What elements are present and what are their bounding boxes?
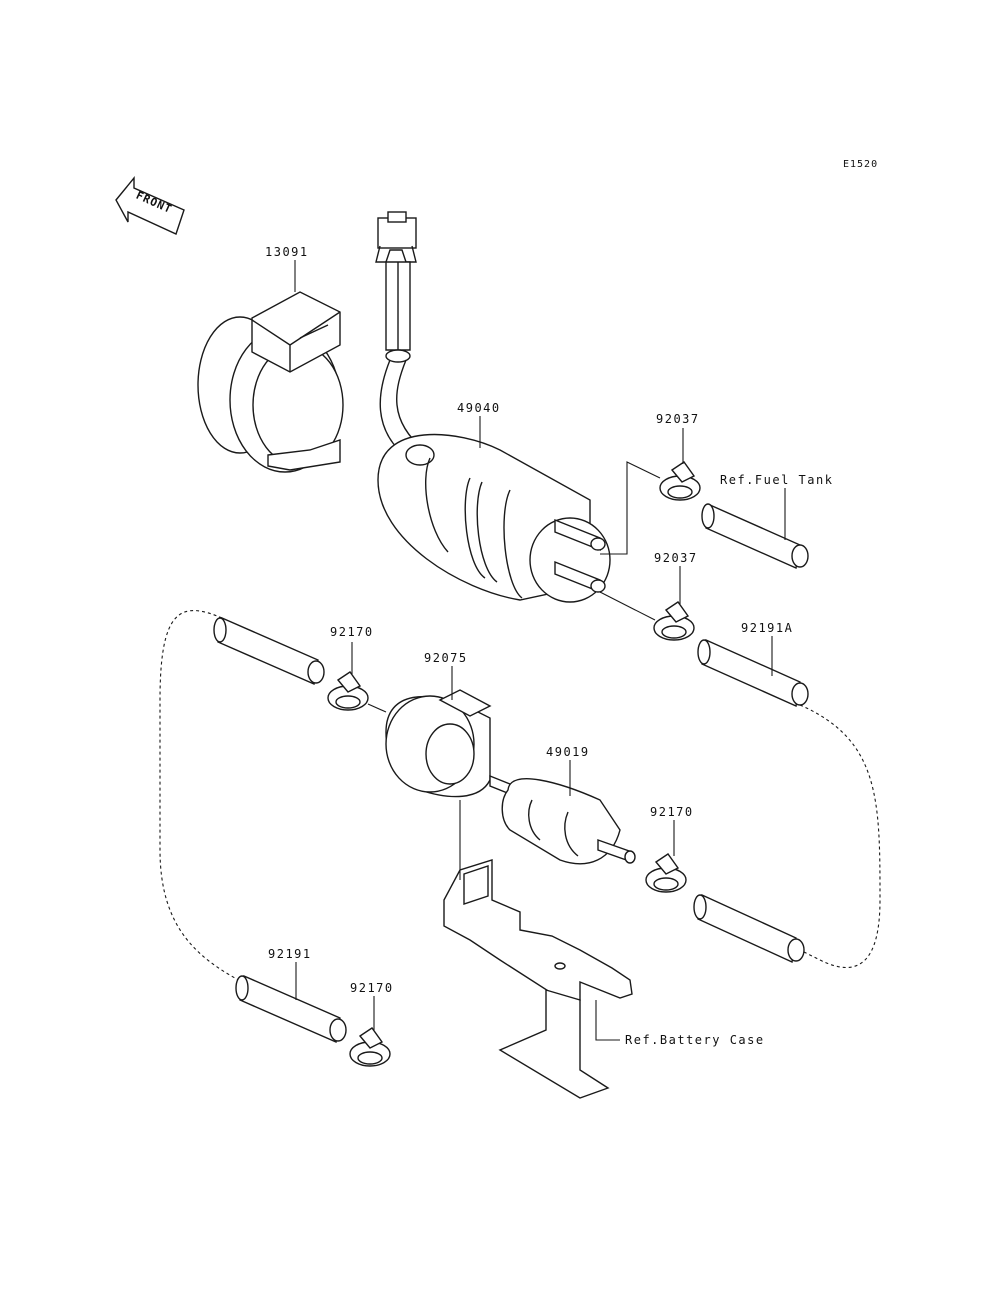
leader-pump-to-clamp-mid bbox=[599, 591, 656, 621]
hose-clamp-92170-left-top bbox=[327, 671, 369, 711]
fuel-pump-49040 bbox=[375, 211, 611, 603]
hose-92191a bbox=[697, 638, 809, 708]
routing-right-dashed bbox=[799, 704, 881, 969]
clamp-band-13091 bbox=[197, 291, 344, 473]
label-ref-battery-case: Ref.Battery Case bbox=[625, 1033, 765, 1047]
leader-ref-battery-case bbox=[595, 1000, 620, 1041]
label-92170-left-top: 92170 bbox=[330, 625, 374, 639]
label-92170-right: 92170 bbox=[650, 805, 694, 819]
fuel-tank-hose bbox=[701, 503, 809, 570]
label-92191a: 92191A bbox=[741, 621, 793, 635]
label-92191: 92191 bbox=[268, 947, 312, 961]
hose-clamp-92170-right bbox=[645, 853, 687, 893]
routing-left-dashed bbox=[159, 610, 247, 985]
label-ref-fuel-tank: Ref.Fuel Tank bbox=[720, 473, 833, 487]
hose-lower-right bbox=[693, 893, 805, 964]
hose-clamp-92170-left-bottom bbox=[349, 1027, 391, 1067]
diagram-code: E1520 bbox=[843, 159, 878, 170]
fuel-filter-49019 bbox=[489, 774, 636, 865]
label-49040: 49040 bbox=[457, 401, 501, 415]
hose-clamp-92037-top bbox=[659, 461, 701, 501]
label-92037-top: 92037 bbox=[656, 412, 700, 426]
label-92075: 92075 bbox=[424, 651, 468, 665]
hose-upper-left bbox=[213, 616, 325, 686]
label-49019: 49019 bbox=[546, 745, 590, 759]
battery-case-bracket bbox=[443, 859, 633, 1099]
label-92170-left-bottom: 92170 bbox=[350, 981, 394, 995]
hose-clamp-92037-mid bbox=[653, 601, 695, 641]
pump-holder-92075 bbox=[385, 689, 492, 798]
leader-clamp-to-holder bbox=[367, 703, 387, 713]
label-92037-mid: 92037 bbox=[654, 551, 698, 565]
leader-pump-to-clamp-top bbox=[600, 461, 661, 555]
hose-92191 bbox=[235, 974, 347, 1044]
label-13091: 13091 bbox=[265, 245, 309, 259]
front-arrow-icon: FRONT bbox=[115, 176, 185, 235]
